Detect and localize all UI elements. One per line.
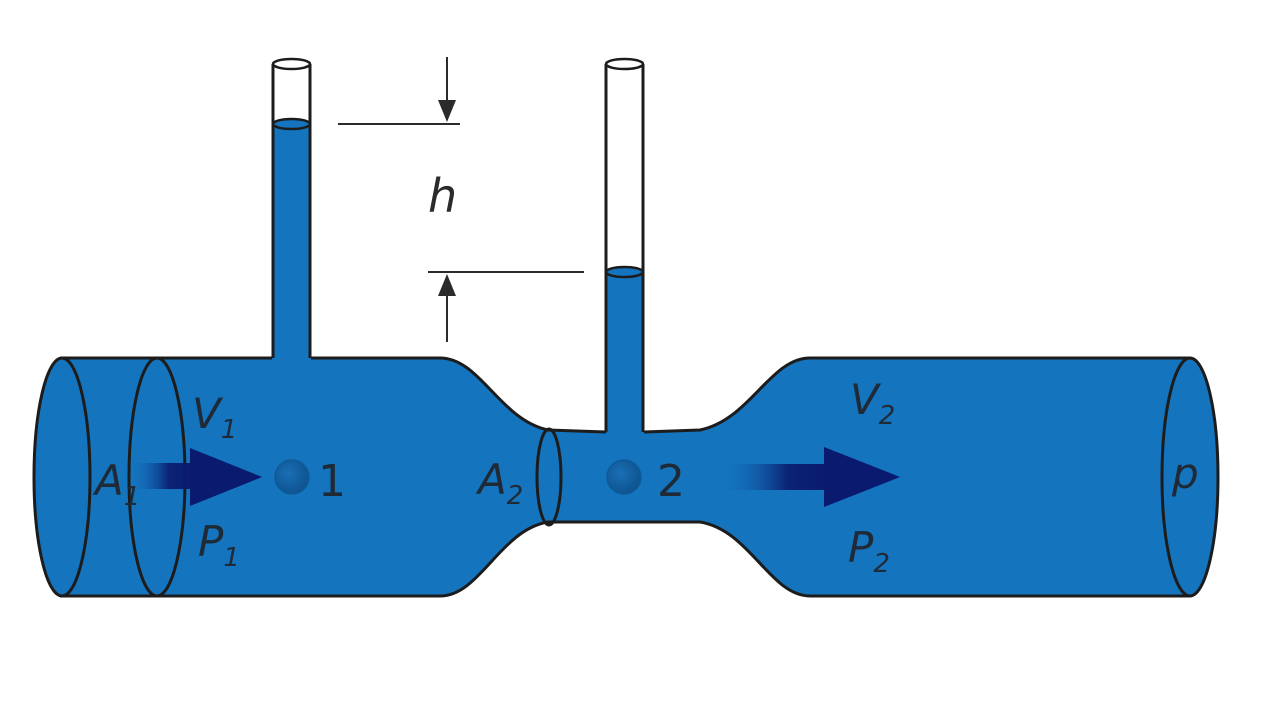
measurement-point-2 (606, 459, 642, 495)
pipe-top-outline (60, 356, 1190, 434)
density-label: p (1171, 449, 1199, 498)
fluid-level-1 (271, 117, 312, 131)
area-2-label: A2 (475, 455, 523, 511)
flow-arrow-right-icon (130, 448, 262, 506)
point-2-label: 2 (657, 456, 685, 507)
arrow-down-icon (438, 57, 456, 122)
measurement-point-1 (274, 459, 310, 495)
velocity-2-label: V2 (850, 375, 895, 431)
area-1-label: A1 (92, 456, 140, 512)
height-dimension: h (338, 57, 584, 342)
flow-arrow-right-icon (720, 447, 900, 507)
point-1-label: 1 (318, 456, 346, 507)
pipe-bottom-outline (60, 520, 1190, 598)
arrow-up-icon (438, 274, 456, 342)
pressure-1-label: P1 (198, 517, 240, 573)
pressure-2-label: P2 (848, 523, 890, 579)
outlet-end-ellipse (1160, 356, 1220, 598)
velocity-1-label: V1 (192, 389, 237, 445)
inlet-end-ellipse (32, 356, 92, 598)
manometer-tube-2 (604, 57, 645, 437)
cross-section-a2 (535, 427, 563, 527)
height-label: h (428, 169, 457, 223)
manometer-tube-1 (271, 57, 312, 360)
fluid-level-2 (604, 265, 645, 279)
